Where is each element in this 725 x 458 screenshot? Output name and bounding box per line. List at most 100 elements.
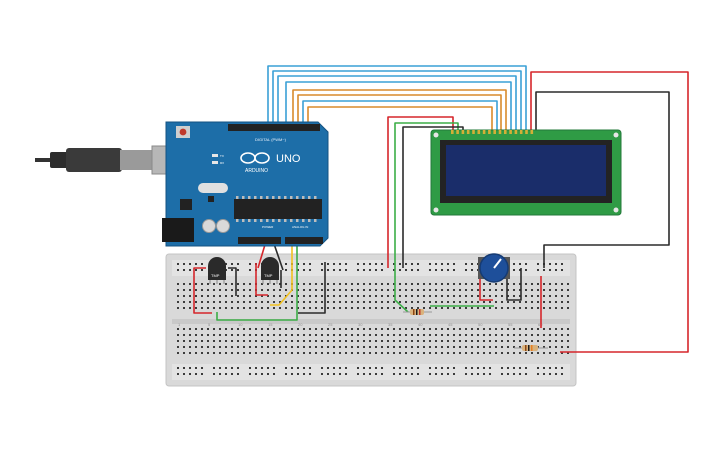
breadboard-hole [363, 295, 365, 297]
chip-pin [296, 219, 299, 222]
breadboard-hole [189, 367, 191, 369]
breadboard-column-number: 10 [238, 322, 243, 327]
breadboard-hole [411, 283, 413, 285]
breadboard-hole [561, 328, 563, 330]
resistor-2[interactable] [514, 345, 548, 351]
breadboard-hole [447, 295, 449, 297]
breadboard-column-number: 30 [358, 322, 363, 327]
breadboard-hole [453, 340, 455, 342]
breadboard-hole [219, 352, 221, 354]
breadboard-hole [183, 289, 185, 291]
reset-button[interactable] [179, 128, 187, 136]
breadboard-hole [393, 328, 395, 330]
chip-pin [272, 196, 275, 199]
breadboard-hole [519, 373, 521, 375]
breadboard-hole [417, 328, 419, 330]
sensor-1-label: TMP [211, 273, 220, 278]
breadboard-hole [195, 283, 197, 285]
breadboard-hole [213, 295, 215, 297]
breadboard-hole [405, 263, 407, 265]
chip-pin [290, 196, 293, 199]
breadboard-hole [489, 301, 491, 303]
breadboard-hole [393, 295, 395, 297]
breadboard-hole [465, 269, 467, 271]
breadboard-hole [309, 263, 311, 265]
breadboard-hole [309, 367, 311, 369]
breadboard-hole [225, 352, 227, 354]
temperature-sensor-2[interactable]: TMP [261, 257, 279, 284]
breadboard-hole [531, 340, 533, 342]
breadboard-hole [195, 334, 197, 336]
lcd-pin [530, 130, 534, 134]
breadboard-hole [453, 346, 455, 348]
breadboard-hole [525, 307, 527, 309]
breadboard-hole [537, 340, 539, 342]
breadboard-hole [453, 269, 455, 271]
breadboard-hole [513, 367, 515, 369]
breadboard-hole [183, 295, 185, 297]
breadboard-hole [561, 352, 563, 354]
breadboard-hole [357, 307, 359, 309]
breadboard-hole [549, 367, 551, 369]
breadboard-hole [495, 289, 497, 291]
breadboard-hole [189, 373, 191, 375]
breadboard-hole [555, 334, 557, 336]
breadboard-hole [387, 301, 389, 303]
breadboard-hole [273, 373, 275, 375]
breadboard-column-number: 45 [448, 322, 453, 327]
temperature-sensor-1[interactable]: TMP [208, 257, 226, 284]
breadboard-hole [453, 307, 455, 309]
breadboard-hole [339, 328, 341, 330]
breadboard-hole [381, 340, 383, 342]
breadboard-hole [315, 307, 317, 309]
arduino-uno-board[interactable]: DIGITAL (PWM~) ARDUINO UNO TX RX POWER A… [162, 121, 329, 247]
breadboard-hole [531, 328, 533, 330]
breadboard-hole [219, 307, 221, 309]
lcd-16x2-display[interactable] [430, 129, 622, 216]
breadboard-hole [405, 283, 407, 285]
breadboard-hole [201, 301, 203, 303]
breadboard-hole [213, 289, 215, 291]
breadboard-hole [459, 340, 461, 342]
breadboard-hole [555, 307, 557, 309]
lcd-pin [482, 130, 486, 134]
breadboard-hole [375, 367, 377, 369]
breadboard-hole [303, 346, 305, 348]
breadboard-hole [519, 352, 521, 354]
breadboard-hole [507, 367, 509, 369]
breadboard-hole [189, 263, 191, 265]
breadboard-hole [285, 340, 287, 342]
breadboard-hole [195, 346, 197, 348]
breadboard-hole [345, 340, 347, 342]
breadboard-hole [363, 283, 365, 285]
breadboard-hole [567, 334, 569, 336]
breadboard-hole [369, 289, 371, 291]
breadboard-hole [183, 352, 185, 354]
breadboard-hole [399, 289, 401, 291]
breadboard-hole [273, 352, 275, 354]
resistor-1[interactable] [403, 309, 432, 315]
breadboard-hole [519, 340, 521, 342]
breadboard-hole [543, 295, 545, 297]
usb-cable[interactable] [35, 145, 183, 175]
breadboard-hole [381, 328, 383, 330]
breadboard-hole [435, 301, 437, 303]
breadboard-hole [381, 367, 383, 369]
breadboard-hole [459, 307, 461, 309]
breadboard-hole [183, 328, 185, 330]
breadboard-hole [195, 340, 197, 342]
breadboard-hole [561, 263, 563, 265]
breadboard-hole [501, 340, 503, 342]
breadboard-hole [393, 307, 395, 309]
breadboard-hole [363, 352, 365, 354]
breadboard-hole [255, 346, 257, 348]
breadboard-hole [183, 307, 185, 309]
breadboard-hole [243, 352, 245, 354]
breadboard-hole [429, 373, 431, 375]
potentiometer[interactable] [478, 253, 510, 283]
breadboard-hole [399, 301, 401, 303]
breadboard-hole [447, 263, 449, 265]
chip-pin [290, 219, 293, 222]
